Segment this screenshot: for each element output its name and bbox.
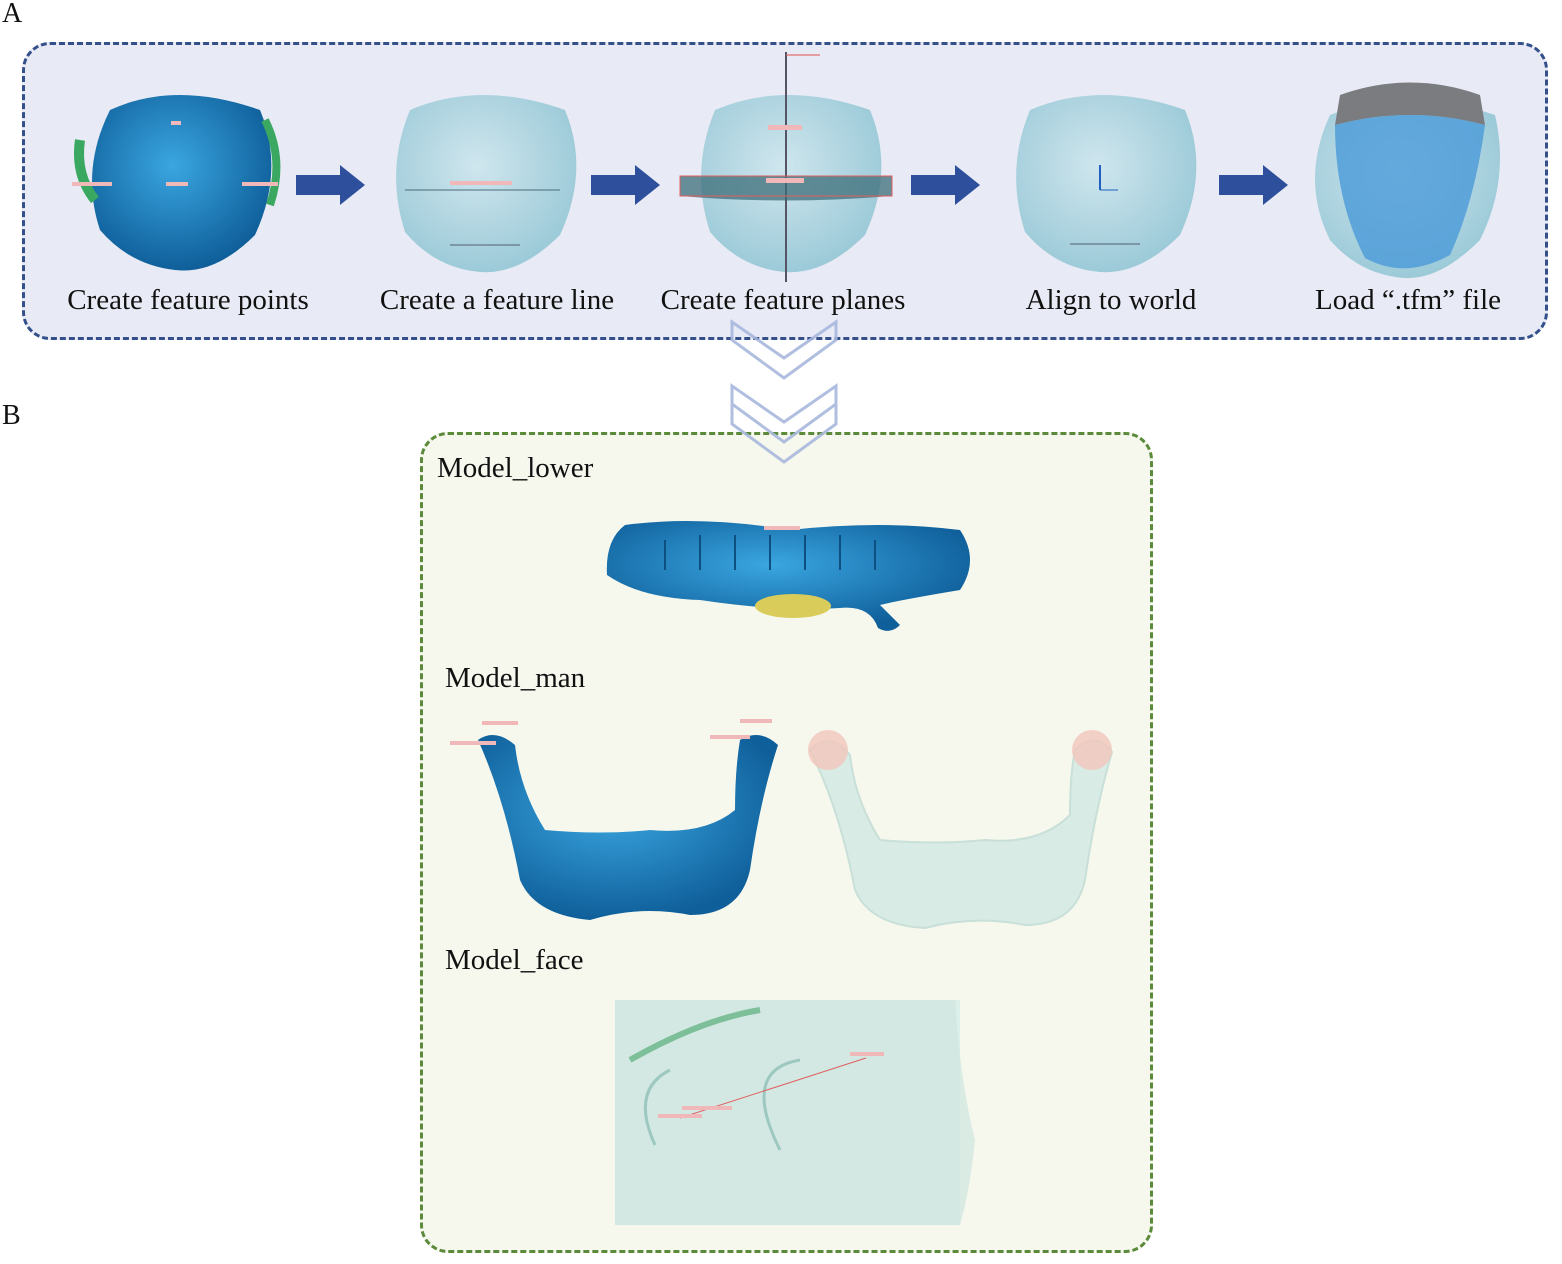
face-scan-line-icon bbox=[396, 95, 577, 273]
arrow-right-icon bbox=[1219, 165, 1288, 205]
face-scan-skull-icon bbox=[1315, 82, 1500, 279]
face-scan-points-icon bbox=[72, 95, 281, 271]
model-label-face: Model_face bbox=[445, 944, 584, 976]
face-scan-planes-icon bbox=[679, 52, 893, 282]
mandible-model-icon bbox=[450, 719, 778, 920]
arrow-right-icon bbox=[296, 165, 365, 205]
face-scan-aligned-icon bbox=[1016, 95, 1197, 273]
face-profile-model-icon bbox=[615, 1000, 975, 1225]
step-label: Create feature planes bbox=[660, 284, 906, 316]
model-label-man: Model_man bbox=[445, 662, 586, 694]
model-label-lower: Model_lower bbox=[437, 452, 594, 484]
step-label: Align to world bbox=[1025, 284, 1197, 316]
lower-dental-model-icon bbox=[606, 521, 970, 631]
mandible-ghost-model-icon bbox=[808, 730, 1114, 930]
arrow-right-icon bbox=[911, 165, 980, 205]
step-label: Create feature points bbox=[67, 284, 309, 316]
chevron-down-icon bbox=[730, 319, 838, 464]
step-label: Load “.tfm” file bbox=[1315, 284, 1501, 316]
panel-a-letter: A bbox=[2, 0, 23, 29]
step-label: Create a feature line bbox=[379, 284, 615, 316]
panel-b-letter: B bbox=[2, 400, 21, 431]
arrow-right-icon bbox=[591, 165, 660, 205]
